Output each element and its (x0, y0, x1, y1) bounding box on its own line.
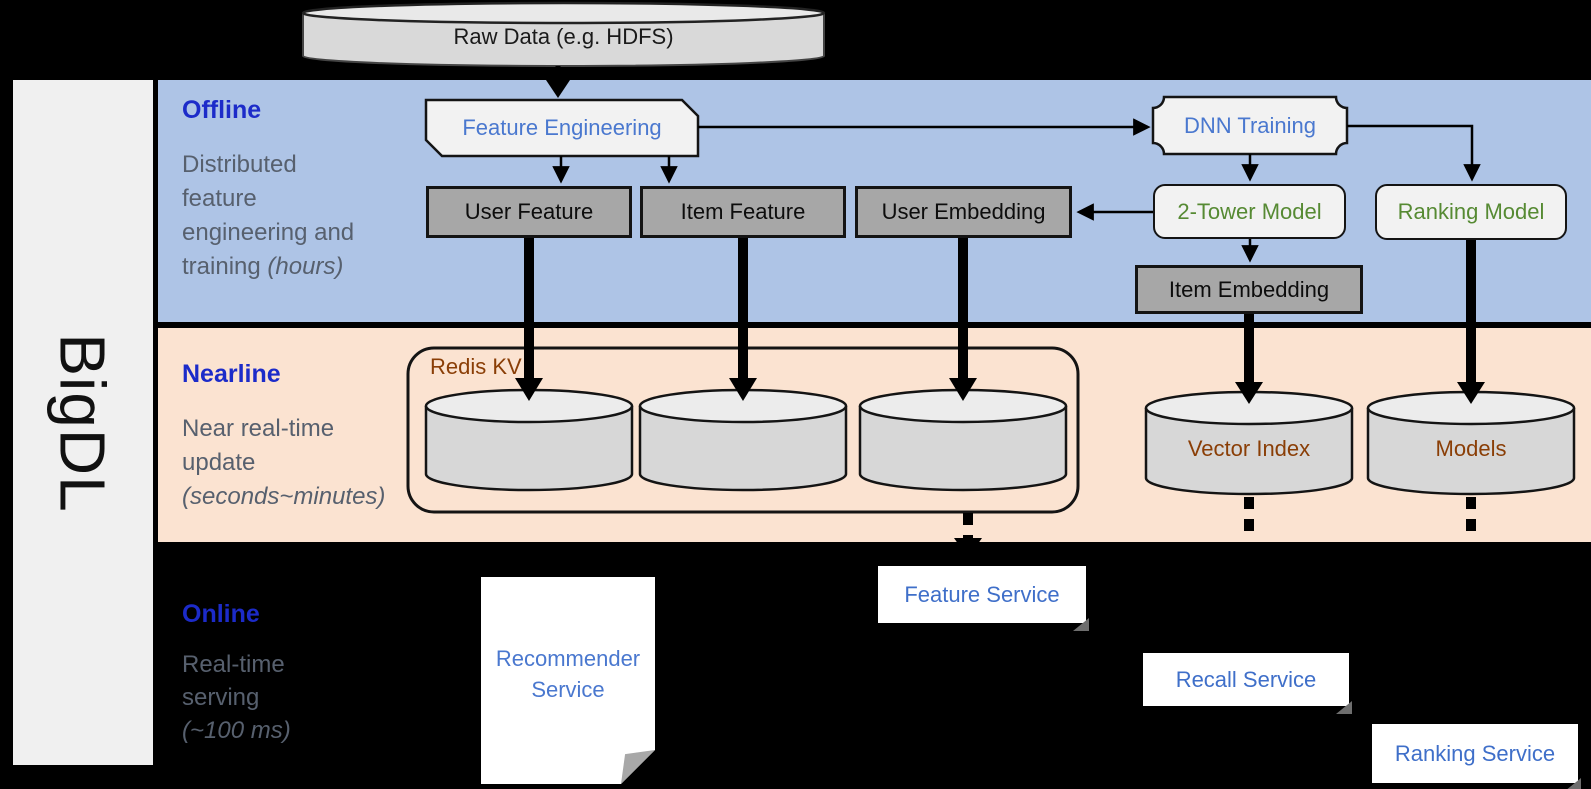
bigdl-sidebar: BigDL (13, 80, 153, 765)
arrow-dnn-to-ranking-model (1347, 124, 1481, 182)
vector-index-label: Vector Index (1187, 436, 1311, 461)
feature-engineering-shape (424, 98, 700, 158)
feature-engineering-node: Feature Engineering (462, 115, 662, 140)
raw-data-label: Raw Data (e.g. HDFS) (453, 24, 674, 49)
offline-desc-line1: Distributed (182, 151, 297, 178)
item-feature-node: Item Feature (640, 186, 846, 238)
user-embedding-node: User Embedding (855, 186, 1072, 238)
kv-cylinder-1 (424, 388, 634, 492)
nearline-desc-line2: update (182, 449, 256, 476)
kv-cylinder-2 (638, 388, 848, 492)
nearline-desc-line3: (seconds~minutes) (182, 483, 386, 510)
offline-desc-line4: training (hours) (182, 253, 344, 280)
arrow-user-feature-to-kv (515, 238, 543, 401)
recommender-service-document: Recommender Service (481, 577, 655, 784)
models-label: Models (1435, 436, 1507, 461)
redis-kv-label: Redis KV (430, 354, 522, 379)
arrow-item-embedding-to-vector-index (1235, 314, 1263, 404)
nearline-section-title: Nearline (182, 360, 281, 388)
dashed-arrow-kv-to-feature-service (954, 513, 982, 558)
offline-desc-line2: feature (182, 185, 257, 212)
offline-section-description: Distributed feature engineering and trai… (182, 148, 354, 284)
online-desc-line3: (~100 ms) (182, 717, 291, 744)
models-cylinder (1366, 390, 1576, 496)
offline-desc-line3: engineering and (182, 219, 355, 246)
ranking-service-node: Ranking Service (1372, 724, 1581, 789)
recommender-service-label: Recommender Service (495, 646, 641, 702)
two-tower-model-node: 2-Tower Model (1153, 184, 1346, 239)
nearline-desc-line1: Near real-time (182, 415, 335, 442)
item-embedding-node: Item Embedding (1135, 265, 1363, 314)
arrow-user-embedding-to-kv (949, 238, 977, 401)
offline-section-title: Offline (182, 96, 262, 124)
user-feature-node: User Feature (426, 186, 632, 238)
nearline-section-description: Near real-time update (seconds~minutes) (182, 412, 385, 514)
arrowhead-rawdata (546, 80, 570, 98)
online-desc-line1: Real-time (182, 651, 285, 678)
feature-service-node: Feature Service (878, 566, 1089, 631)
dnn-training-node: DNN Training (1183, 112, 1317, 138)
ranking-model-node: Ranking Model (1375, 184, 1567, 240)
raw-data-cylinder (301, 1, 826, 67)
online-section-description: Real-time serving (~100 ms) (182, 648, 291, 747)
arrow-ranking-model-to-models (1457, 240, 1485, 404)
online-desc-line2: serving (182, 684, 260, 711)
arrow-item-feature-to-kv (729, 238, 757, 401)
dnn-training-shape (1151, 95, 1349, 156)
online-section-title: Online (182, 600, 260, 628)
recall-service-node: Recall Service (1143, 653, 1352, 714)
kv-cylinder-3 (858, 388, 1068, 492)
vector-index-cylinder (1144, 390, 1354, 496)
